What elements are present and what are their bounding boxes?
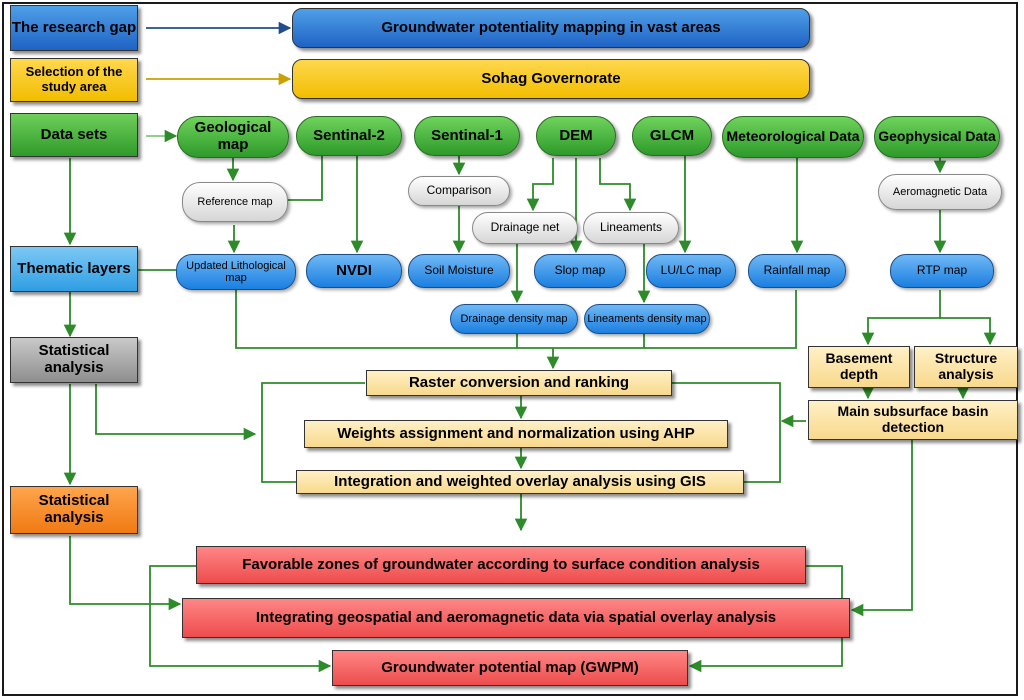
favorable-zones-label: Favorable zones of groundwater according… <box>242 555 760 573</box>
sentinel-1-label: Sentinal-1 <box>431 126 503 144</box>
raster-conversion-label: Raster conversion and ranking <box>408 373 630 391</box>
research-gap-box: The research gap <box>10 5 138 51</box>
aeromagnetic-label: Aeromagnetic Data <box>892 185 988 198</box>
lineaments-label: Lineaments <box>599 220 663 235</box>
lineaments-node: Lineaments <box>583 212 679 244</box>
sohag-label: Sohag Governorate <box>481 69 621 87</box>
sohag-banner: Sohag Governorate <box>292 59 810 99</box>
selection-label: Selection of the study area <box>25 64 123 94</box>
geophysical-label: Geophysical Data <box>878 128 996 145</box>
statistical-analysis-box-1: Statistical analysis <box>10 337 138 383</box>
raster-conversion-box: Raster conversion and ranking <box>366 370 672 396</box>
basement-depth-label: Basement depth <box>825 350 893 382</box>
basin-detection-label: Main subsurface basin detection <box>837 403 989 435</box>
data-sets-box: Data sets <box>10 113 138 157</box>
geological-map-label: Geological map <box>194 119 272 153</box>
lithological-map-label: Updated Lithological map <box>186 259 286 284</box>
rainfall-map-node: Rainfall map <box>748 254 846 288</box>
dem-label: DEM <box>559 126 593 144</box>
gwpm-label: Groundwater potential map (GWPM) <box>381 658 639 676</box>
weights-assignment-label: Weights assignment and normalization usi… <box>337 424 695 442</box>
thematic-layers-label: Thematic layers <box>17 259 131 277</box>
reference-map-node: Reference map <box>182 182 288 222</box>
comparison-node: Comparison <box>408 176 510 206</box>
rtp-map-label: RTP map <box>916 263 968 278</box>
meteorological-label: Meteorological Data <box>726 128 860 145</box>
weights-assignment-box: Weights assignment and normalization usi… <box>304 420 728 448</box>
research-gap-label: The research gap <box>11 18 137 36</box>
geophysical-node: Geophysical Data <box>874 116 1000 158</box>
glcm-node: GLCM <box>632 116 712 156</box>
nvdi-label: NVDI <box>336 261 372 279</box>
slope-map-label: Slop map <box>554 263 606 278</box>
slope-map-node: Slop map <box>534 254 626 288</box>
nvdi-node: NVDI <box>306 254 402 288</box>
groundwater-mapping-label: Groundwater potentiality mapping in vast… <box>381 18 721 36</box>
statistical-analysis-label-2: Statistical analysis <box>38 492 110 526</box>
geological-map-node: Geological map <box>177 116 289 158</box>
rtp-map-node: RTP map <box>890 254 994 288</box>
integrating-label: Integrating geospatial and aeromagnetic … <box>255 608 777 626</box>
integrating-box: Integrating geospatial and aeromagnetic … <box>182 598 850 638</box>
soil-moisture-node: Soil Moisture <box>408 254 510 288</box>
basement-depth-box: Basement depth <box>808 346 910 388</box>
thematic-layers-box: Thematic layers <box>10 246 138 292</box>
lineaments-density-node: Lineaments density map <box>584 304 710 334</box>
data-sets-label: Data sets <box>40 125 108 143</box>
drainage-net-node: Drainage net <box>472 212 578 244</box>
drainage-net-label: Drainage net <box>490 220 560 235</box>
rainfall-map-label: Rainfall map <box>763 263 831 278</box>
groundwater-mapping-banner: Groundwater potentiality mapping in vast… <box>292 8 810 48</box>
aeromagnetic-node: Aeromagnetic Data <box>878 174 1002 210</box>
favorable-zones-box: Favorable zones of groundwater according… <box>196 546 806 584</box>
glcm-label: GLCM <box>649 126 695 144</box>
statistical-analysis-box-2: Statistical analysis <box>10 486 138 534</box>
lulc-map-node: LU/LC map <box>646 254 736 288</box>
statistical-analysis-label-1: Statistical analysis <box>38 342 110 376</box>
drainage-density-node: Drainage density map <box>450 304 578 334</box>
soil-moisture-label: Soil Moisture <box>424 263 494 278</box>
comparison-label: Comparison <box>426 183 492 198</box>
sentinel-1-node: Sentinal-1 <box>414 116 520 156</box>
structure-analysis-box: Structure analysis <box>914 346 1018 388</box>
sentinel-2-node: Sentinal-2 <box>296 116 402 156</box>
lulc-map-label: LU/LC map <box>660 263 722 278</box>
lithological-map-node: Updated Lithological map <box>176 254 296 290</box>
drainage-density-label: Drainage density map <box>460 312 568 325</box>
integration-label: Integration and weighted overlay analysi… <box>334 472 706 490</box>
reference-map-label: Reference map <box>197 195 273 208</box>
sentinel-2-label: Sentinal-2 <box>313 126 385 144</box>
integration-box: Integration and weighted overlay analysi… <box>296 470 744 494</box>
dem-node: DEM <box>536 116 616 156</box>
basin-detection-box: Main subsurface basin detection <box>808 400 1018 440</box>
structure-analysis-label: Structure analysis <box>934 350 998 382</box>
selection-box: Selection of the study area <box>10 58 138 102</box>
gwpm-box: Groundwater potential map (GWPM) <box>332 650 688 686</box>
meteorological-node: Meteorological Data <box>722 116 864 158</box>
lineaments-density-label: Lineaments density map <box>587 312 707 325</box>
